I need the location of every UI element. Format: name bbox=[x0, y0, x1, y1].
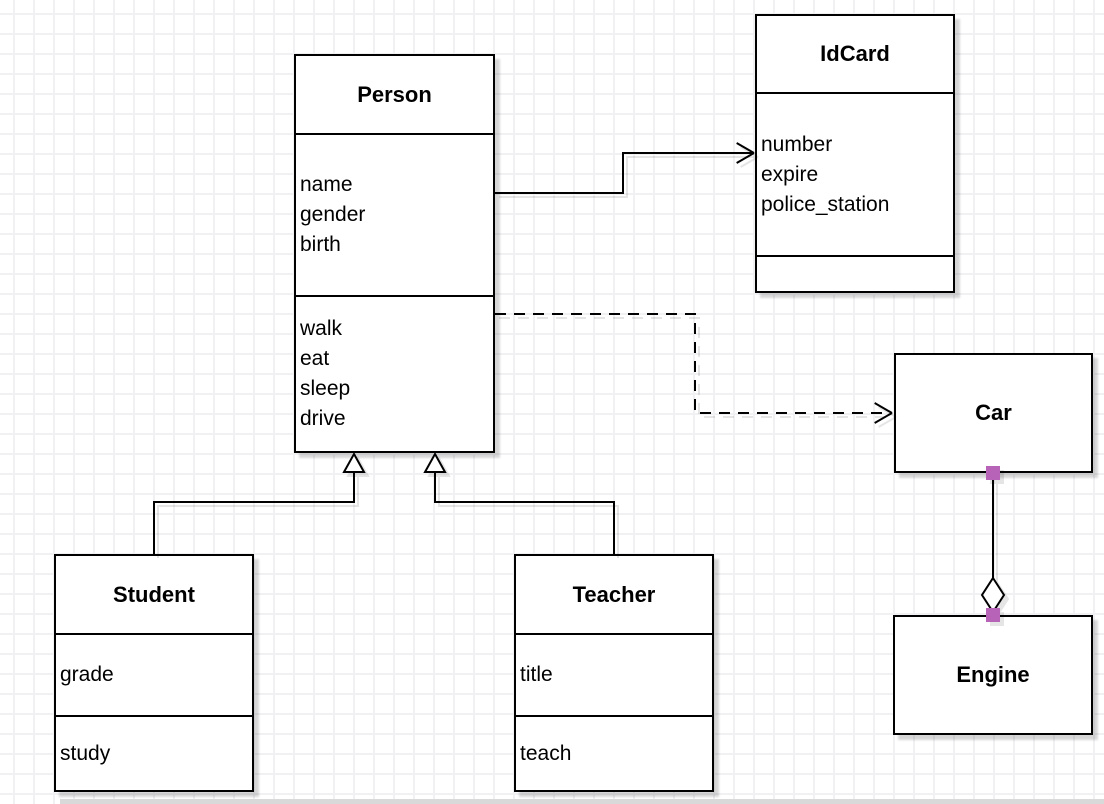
open-arrowhead-person-idcard bbox=[736, 142, 755, 154]
attributes-compartment-teacher: title bbox=[516, 633, 712, 715]
class-name-student: Student bbox=[113, 581, 195, 607]
class-name-idcard: IdCard bbox=[820, 41, 890, 66]
canvas-edge-shadow bbox=[60, 799, 1104, 804]
class-name-car: Car bbox=[975, 400, 1012, 425]
connector-student-person[interactable] bbox=[153, 472, 355, 554]
open-arrowhead-person-car bbox=[874, 412, 893, 424]
attribute-teacher-0: title bbox=[520, 663, 553, 686]
method-student-0: study bbox=[60, 741, 111, 765]
class-box-engine[interactable]: Engine bbox=[893, 615, 1093, 735]
method-person-2: sleep bbox=[300, 377, 351, 400]
attribute-idcard-0: number bbox=[761, 132, 833, 156]
method-teacher-0: teach bbox=[520, 741, 572, 765]
attributes-compartment-idcard: number expire police_station bbox=[757, 92, 953, 255]
attributes-compartment-person: name gender birth bbox=[296, 133, 493, 295]
attribute-idcard-2: police_station bbox=[761, 192, 890, 216]
methods-compartment-idcard bbox=[757, 255, 953, 291]
class-box-idcard[interactable]: IdCard number expire police_station bbox=[755, 14, 955, 293]
open-arrowhead-person-idcard bbox=[736, 152, 755, 164]
class-name-teacher: Teacher bbox=[572, 581, 656, 607]
class-box-person[interactable]: Person name gender birth walk eat sleep drive bbox=[294, 54, 495, 453]
methods-compartment-person: walk eat sleep drive bbox=[296, 295, 493, 451]
aggregation-diamond-icon[interactable] bbox=[980, 576, 1006, 614]
generalization-triangle-icon[interactable] bbox=[423, 451, 447, 473]
attribute-student-0: grade bbox=[60, 663, 114, 686]
attribute-idcard-1: expire bbox=[761, 162, 819, 186]
class-box-teacher[interactable]: Teacher title teach bbox=[514, 554, 714, 792]
open-arrowhead-person-car bbox=[874, 402, 893, 414]
connector-teacher-person[interactable] bbox=[434, 472, 615, 554]
attribute-person-1: gender bbox=[300, 203, 366, 226]
class-name-person: Person bbox=[357, 81, 432, 107]
method-person-0: walk bbox=[300, 317, 343, 340]
class-name-engine: Engine bbox=[956, 662, 1030, 687]
connector-person-idcard[interactable] bbox=[495, 152, 754, 194]
attributes-compartment-student: grade bbox=[56, 633, 252, 715]
method-person-3: drive bbox=[300, 407, 346, 430]
method-person-1: eat bbox=[300, 347, 330, 370]
endpoint-handle-car-engine-1[interactable] bbox=[986, 608, 1000, 622]
endpoint-handle-car-engine-0[interactable] bbox=[986, 466, 1000, 480]
class-box-car[interactable]: Car bbox=[894, 353, 1093, 473]
connector-person-car[interactable] bbox=[495, 313, 892, 414]
class-box-student[interactable]: Student grade study bbox=[54, 554, 254, 792]
attribute-person-2: birth bbox=[300, 233, 341, 256]
methods-compartment-teacher: teach bbox=[516, 715, 712, 790]
generalization-triangle-icon[interactable] bbox=[342, 451, 366, 473]
methods-compartment-student: study bbox=[56, 715, 252, 790]
attribute-person-0: name bbox=[300, 173, 353, 196]
